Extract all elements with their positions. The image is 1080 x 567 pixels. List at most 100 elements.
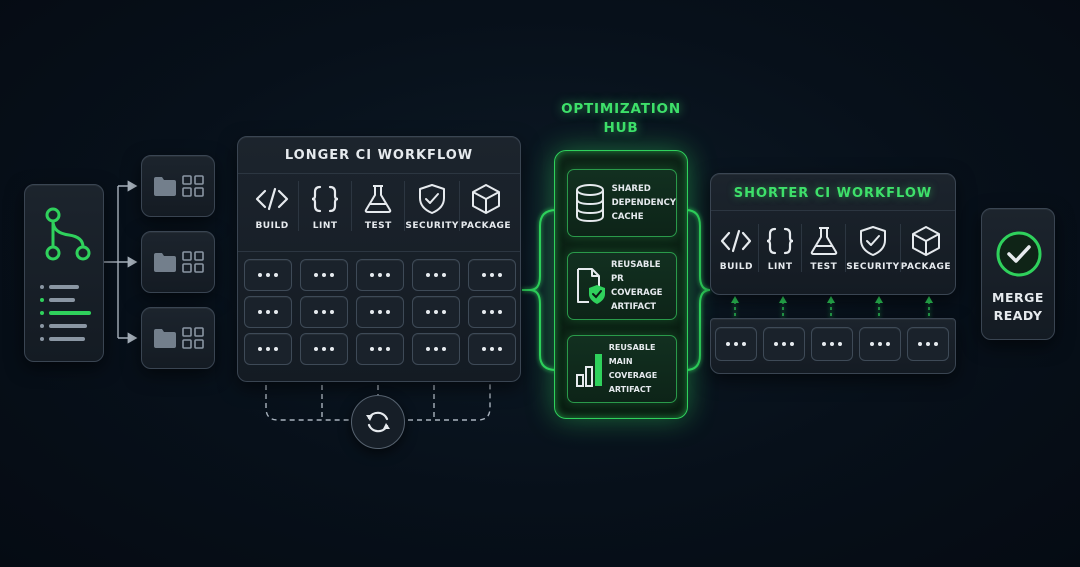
job-cell[interactable] <box>356 333 404 365</box>
job-cell[interactable] <box>468 333 516 365</box>
database-icon <box>576 184 604 223</box>
hub-title: OPTIMIZATION HUB <box>554 100 688 138</box>
stage-label: BUILD <box>255 221 289 231</box>
job-cell[interactable] <box>300 296 348 328</box>
stage-label: LINT <box>312 221 338 231</box>
more-icon <box>918 342 938 346</box>
package-icon <box>911 226 940 256</box>
stage-label: SECURITY <box>846 262 900 272</box>
hub-card-text: REUSABLE MAIN COVERAGE ARTIFACT <box>608 343 658 394</box>
more-icon <box>870 342 890 346</box>
stage-label: TEST <box>364 221 392 231</box>
stage-build[interactable]: BUILD <box>715 224 758 272</box>
folder-icon <box>153 253 176 272</box>
document-shield-icon <box>577 268 605 304</box>
job-cell[interactable] <box>244 333 292 365</box>
job-cell[interactable] <box>412 296 460 328</box>
folder-icon <box>153 177 176 196</box>
folder-card-1 <box>141 155 215 217</box>
hub-card-dependency-cache[interactable]: SHARED DEPENDENCY CACHE <box>567 169 677 237</box>
more-icon <box>314 273 334 277</box>
optimization-hub-panel: SHARED DEPENDENCY CACHE REUSABLE PR COVE… <box>554 150 688 419</box>
more-icon <box>258 310 278 314</box>
job-cell[interactable] <box>811 327 853 361</box>
folder-card-3 <box>141 307 215 369</box>
shorter-job-grid <box>715 327 949 361</box>
more-icon <box>426 347 446 351</box>
more-icon <box>426 273 446 277</box>
stage-label: PACKAGE <box>900 262 952 272</box>
job-cell[interactable] <box>244 259 292 291</box>
job-cell[interactable] <box>859 327 901 361</box>
refresh-icon <box>366 411 390 433</box>
stage-lint[interactable]: LINT <box>757 224 802 272</box>
shorter-stage-row: BUILD LINT TEST SECURITY PACKAGE <box>715 224 951 272</box>
job-cell[interactable] <box>907 327 949 361</box>
more-icon <box>258 347 278 351</box>
check-circle-icon <box>996 231 1042 277</box>
flask-icon <box>810 227 838 255</box>
more-icon <box>822 342 842 346</box>
more-icon <box>258 273 278 277</box>
braces-icon <box>767 227 794 255</box>
stage-lint[interactable]: LINT <box>298 181 351 231</box>
shield-check-icon <box>419 184 446 214</box>
flask-icon <box>365 185 392 213</box>
stage-test[interactable]: TEST <box>351 181 404 231</box>
hub-title-line2: HUB <box>603 120 639 136</box>
job-cell[interactable] <box>356 259 404 291</box>
job-cell[interactable] <box>356 296 404 328</box>
stage-build[interactable]: BUILD <box>246 181 298 231</box>
longer-workflow-title: LONGER CI WORKFLOW <box>284 148 474 163</box>
stage-test[interactable]: TEST <box>801 224 845 272</box>
longer-job-grid <box>244 259 516 365</box>
grid-icon <box>181 175 204 197</box>
code-icon <box>721 229 752 253</box>
file-list-icon <box>40 285 91 341</box>
hub-card-pr-coverage[interactable]: REUSABLE PR COVERAGE ARTIFACT <box>567 252 677 320</box>
bar-chart-icon <box>576 354 602 387</box>
more-icon <box>482 347 502 351</box>
folder-card-2 <box>141 231 215 293</box>
more-icon <box>370 310 390 314</box>
stage-label: SECURITY <box>405 221 459 231</box>
more-icon <box>314 347 334 351</box>
hub-title-line1: OPTIMIZATION <box>561 101 681 117</box>
more-icon <box>482 273 502 277</box>
longer-ci-workflow-panel: LONGER CI WORKFLOW BUILD LINT TEST SECUR… <box>237 136 521 382</box>
git-branch-icon <box>40 207 91 341</box>
longer-stage-row: BUILD LINT TEST SECURITY PACKAGE <box>246 181 512 231</box>
stage-package[interactable]: PACKAGE <box>899 224 952 272</box>
job-cell[interactable] <box>715 327 757 361</box>
code-icon <box>255 187 289 211</box>
job-cell[interactable] <box>244 296 292 328</box>
more-icon <box>370 273 390 277</box>
source-repo-card <box>24 184 104 362</box>
job-cell[interactable] <box>412 259 460 291</box>
job-cell[interactable] <box>300 333 348 365</box>
stage-label: BUILD <box>719 262 753 272</box>
job-cell[interactable] <box>468 259 516 291</box>
job-cell[interactable] <box>763 327 805 361</box>
braces-icon <box>312 185 339 213</box>
hub-card-text: REUSABLE PR COVERAGE ARTIFACT <box>610 260 663 312</box>
folder-icon <box>153 329 176 348</box>
stage-security[interactable]: SECURITY <box>404 181 458 231</box>
hub-card-text: SHARED DEPENDENCY CACHE <box>611 184 676 222</box>
grid-icon <box>181 327 204 349</box>
merge-ready-card: MERGE READY <box>981 208 1055 340</box>
stage-package[interactable]: PACKAGE <box>458 181 512 231</box>
more-icon <box>370 347 390 351</box>
job-cell[interactable] <box>412 333 460 365</box>
job-cell[interactable] <box>300 259 348 291</box>
hub-brackets <box>522 209 711 371</box>
grid-icon <box>181 251 204 273</box>
sync-button[interactable] <box>351 395 405 449</box>
shorter-workflow-title: SHORTER CI WORKFLOW <box>733 186 933 201</box>
stage-label: PACKAGE <box>460 221 512 231</box>
more-icon <box>426 310 446 314</box>
shorter-job-tray <box>710 318 956 374</box>
hub-card-main-coverage[interactable]: REUSABLE MAIN COVERAGE ARTIFACT <box>567 335 677 403</box>
job-cell[interactable] <box>468 296 516 328</box>
stage-security[interactable]: SECURITY <box>845 224 899 272</box>
